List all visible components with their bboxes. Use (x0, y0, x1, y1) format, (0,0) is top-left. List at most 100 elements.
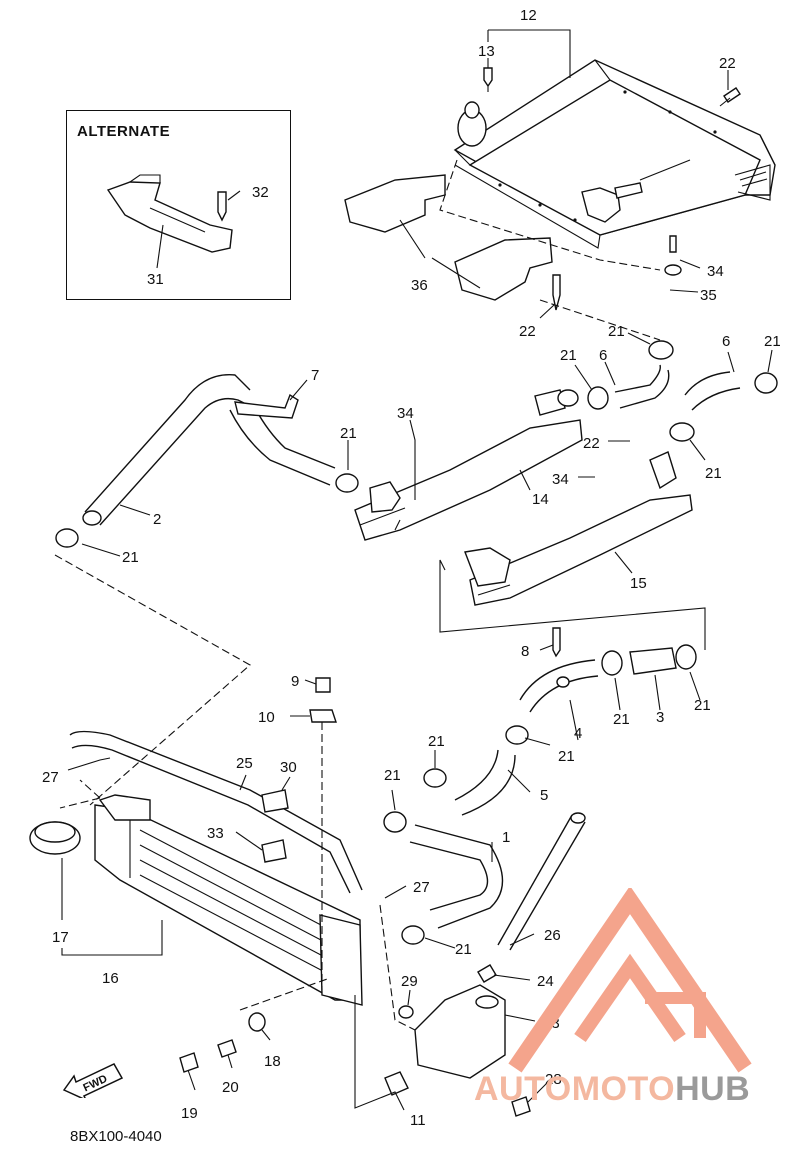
callout-3: 3 (656, 709, 664, 726)
nut-10 (309, 709, 337, 723)
callout-21: 21 (455, 941, 472, 958)
reservoir-tank-23 (414, 984, 506, 1079)
watermark-text: AUTOMOTOHUB (474, 1070, 750, 1109)
callout-25: 25 (236, 755, 253, 772)
hose-6-right (684, 371, 741, 411)
alternate-bracket-31 (106, 174, 233, 253)
bolt-28 (511, 1096, 531, 1117)
alternate-title: ALTERNATE (77, 123, 171, 140)
callout-34: 34 (552, 471, 569, 488)
callout-12: 12 (520, 7, 537, 24)
callout-15: 15 (630, 575, 647, 592)
bolt-34-top (664, 235, 682, 276)
diagram-code: 8BX100-4040 (70, 1128, 162, 1145)
hose-3 (629, 647, 677, 675)
callout-21: 21 (613, 711, 630, 728)
hose-25 (69, 730, 363, 894)
watermark-text-b: HUB (675, 1070, 751, 1108)
cooler-15 (464, 451, 693, 606)
callout-10: 10 (258, 709, 275, 726)
callout-2: 2 (153, 511, 161, 528)
callout-8: 8 (521, 643, 529, 660)
callout-21: 21 (764, 333, 781, 350)
alternate-bolt-32 (217, 191, 227, 222)
callout-21: 21 (384, 767, 401, 784)
callout-21: 21 (705, 465, 722, 482)
callout-28: 28 (545, 1071, 562, 1088)
callout-33: 33 (207, 825, 224, 842)
alternate-inset-box: ALTERNATE (66, 110, 291, 300)
callout-21: 21 (560, 347, 577, 364)
fwd-arrow-icon: FWD (62, 1063, 124, 1098)
leader-lines (61, 29, 773, 1111)
callout-6: 6 (722, 333, 730, 350)
radiator-panel-12 (453, 59, 776, 249)
callout-20: 20 (222, 1079, 239, 1096)
callout-17: 17 (52, 929, 69, 946)
callout-26: 26 (544, 927, 561, 944)
grommet-29 (398, 1005, 414, 1019)
bolt-13 (483, 67, 493, 92)
callout-21: 21 (694, 697, 711, 714)
callout-22: 22 (719, 55, 736, 72)
watermark-text-a: AUTOMOTO (474, 1070, 676, 1108)
callout-34: 34 (707, 263, 724, 280)
cooler-14 (354, 389, 583, 541)
bolt-19 (179, 1052, 199, 1073)
callout-7: 7 (311, 367, 319, 384)
callout-16: 16 (102, 970, 119, 987)
callout-22: 22 (583, 435, 600, 452)
bracket-36 (344, 174, 553, 301)
callout-21: 21 (340, 425, 357, 442)
callout-19: 19 (181, 1105, 198, 1122)
callout-21: 21 (122, 549, 139, 566)
callout-4: 4 (574, 725, 582, 742)
radiator-16 (94, 794, 363, 1006)
callout-1: 1 (502, 829, 510, 846)
callout-13: 13 (478, 43, 495, 60)
callout-21: 21 (428, 733, 445, 750)
clamps-21 (55, 340, 778, 945)
hose-26 (497, 812, 586, 951)
radiator-screws (498, 90, 717, 222)
hose-5 (454, 749, 516, 816)
callout-11: 11 (410, 1112, 426, 1129)
callout-14: 14 (532, 491, 549, 508)
callout-27: 27 (413, 879, 430, 896)
grommet-18 (248, 1012, 266, 1032)
bolt-9 (315, 677, 331, 693)
callout-30: 30 (280, 759, 297, 776)
automotohub-logo (508, 888, 752, 1073)
bolt-22-top (719, 87, 741, 107)
bracket-30 (261, 789, 289, 813)
callout-29: 29 (401, 973, 418, 990)
bolt-22-mid (552, 274, 561, 311)
callout-24: 24 (537, 973, 554, 990)
callout-9: 9 (291, 673, 299, 690)
pipe-4 (519, 659, 599, 713)
callout-32: 32 (252, 184, 269, 201)
callout-34: 34 (397, 405, 414, 422)
bolt-8 (552, 627, 561, 658)
callout-5: 5 (540, 787, 548, 804)
sensor-11 (384, 1071, 409, 1096)
callout-labels: 12 13 22 32 31 36 34 35 22 21 21 6 6 21 … (42, 7, 781, 1129)
callout-21: 21 (608, 323, 625, 340)
callout-35: 35 (700, 287, 717, 304)
callout-31: 31 (147, 271, 164, 288)
callout-36: 36 (411, 277, 428, 294)
hose-6-left (614, 364, 670, 409)
callout-21: 21 (558, 748, 575, 765)
hose-2 (82, 374, 336, 526)
callout-6: 6 (599, 347, 607, 364)
callout-27: 27 (42, 769, 59, 786)
radiator-cap-17 (29, 821, 81, 855)
callout-22: 22 (519, 323, 536, 340)
callout-18: 18 (264, 1053, 281, 1070)
bracket-7 (234, 393, 299, 419)
collar-20 (217, 1039, 237, 1058)
bracket-33 (261, 839, 287, 863)
hose-1 (409, 824, 504, 929)
dashed-connectors (54, 159, 661, 1031)
